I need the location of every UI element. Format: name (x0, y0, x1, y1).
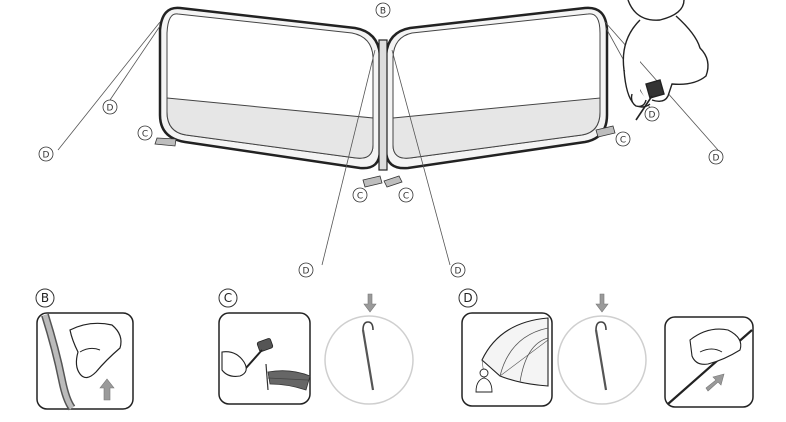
step-c-label: C (218, 288, 238, 308)
hammer-icon (256, 338, 274, 352)
step-b-label: B (35, 288, 55, 308)
callout-c-left: C (137, 125, 153, 141)
down-arrow-icon (595, 293, 609, 313)
svg-text:D: D (107, 104, 114, 114)
callout-d-right-far: D (708, 149, 724, 165)
hammering-stake-illustration (221, 338, 311, 391)
svg-text:D: D (463, 291, 472, 305)
callout-d-left-far: D (38, 146, 54, 162)
center-seam (378, 39, 388, 171)
peg-tabs (154, 125, 616, 188)
svg-text:C: C (357, 192, 363, 202)
svg-text:C: C (620, 136, 626, 146)
svg-text:C: C (142, 130, 148, 140)
callout-c-right: C (615, 131, 631, 147)
svg-text:D: D (649, 111, 656, 121)
svg-text:B: B (41, 291, 49, 305)
step-c: C (218, 288, 414, 405)
step-d: D (458, 288, 754, 408)
tent-right-panel (384, 6, 609, 170)
step-d-label: D (458, 288, 478, 308)
step-b: B (35, 288, 134, 411)
up-arrow-icon (99, 378, 115, 401)
tent-main-view: B D D C C C D D (38, 0, 724, 278)
tent-with-guylines-illustration (475, 317, 549, 393)
callout-d-center-right: D (450, 262, 466, 278)
callout-d-left-near: D (102, 99, 118, 115)
callout-d-right-near: D (644, 106, 660, 122)
tension-arrow-icon (705, 373, 725, 392)
svg-text:B: B (380, 7, 386, 17)
svg-text:D: D (303, 267, 310, 277)
zipper-detail-illustration (41, 313, 122, 411)
kneeling-person-illustration (622, 0, 709, 121)
down-arrow-icon (363, 293, 377, 313)
svg-text:D: D (455, 267, 462, 277)
callout-d-center-left: D (298, 262, 314, 278)
stake-detail-d (557, 293, 647, 405)
tent-stake-icon (594, 329, 608, 391)
svg-text:D: D (713, 154, 720, 164)
tent-left-panel (158, 6, 382, 170)
tent-stake-icon (361, 329, 375, 391)
callout-c-center-right: C (398, 187, 414, 203)
callout-b-top: B (375, 2, 391, 18)
stake-detail-c (324, 293, 414, 405)
svg-text:D: D (43, 151, 50, 161)
tensioning-guyline-illustration (667, 328, 753, 405)
svg-text:C: C (403, 192, 409, 202)
svg-text:C: C (224, 291, 232, 305)
callout-c-center-left: C (352, 187, 368, 203)
